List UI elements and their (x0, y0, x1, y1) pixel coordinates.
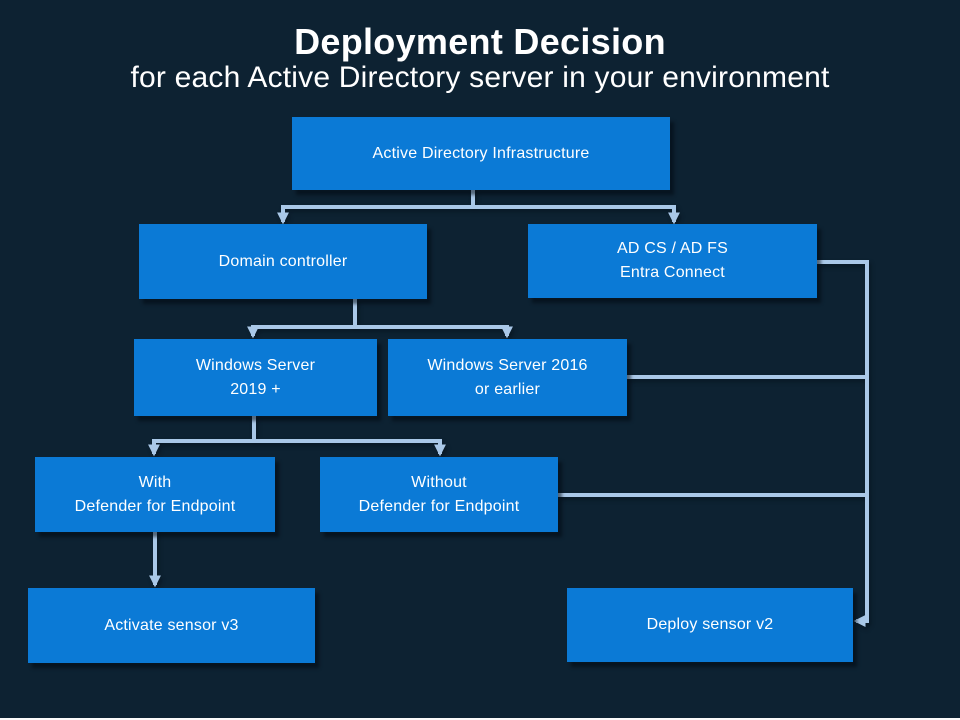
node-adcs-adfs-entra-connect: AD CS / AD FS Entra Connect (528, 224, 817, 298)
node-label-line1: Windows Server (195, 356, 316, 374)
node-deploy-sensor-v2: Deploy sensor v2 (567, 588, 853, 662)
node-label: Domain controller (218, 252, 348, 270)
node-label-line1: Windows Server 2016 (427, 356, 588, 374)
node-label-line2: Defender for Endpoint (74, 497, 236, 515)
node-windows-server-2019-plus: Windows Server 2019 + (134, 339, 377, 416)
node-windows-server-2016-or-earlier: Windows Server 2016 or earlier (388, 339, 627, 416)
node-label-line1: With (138, 473, 172, 491)
node-label-line2: Entra Connect (620, 264, 725, 281)
node-with-defender-for-endpoint: With Defender for Endpoint (35, 457, 275, 532)
slide-bottom-edge (0, 718, 960, 720)
node-label: Deploy sensor v2 (646, 616, 774, 633)
page-title: Deployment Decision (294, 21, 666, 62)
node-label: Activate sensor v3 (104, 616, 239, 634)
node-label-line1: Without (411, 473, 467, 491)
node-active-directory-infrastructure: Active Directory Infrastructure (292, 117, 670, 190)
node-label-line2: 2019 + (230, 380, 281, 398)
node-without-defender-for-endpoint: Without Defender for Endpoint (320, 457, 558, 532)
node-domain-controller: Domain controller (139, 224, 427, 299)
node-activate-sensor-v3: Activate sensor v3 (28, 588, 315, 663)
node-label: Active Directory Infrastructure (372, 144, 590, 162)
node-label-line1: AD CS / AD FS (616, 240, 729, 257)
page-subtitle: for each Active Directory server in your… (130, 61, 830, 94)
node-label-line2: Defender for Endpoint (358, 497, 520, 515)
node-label-line2: or earlier (474, 380, 541, 398)
edge-rail-into-deploy-sensor (817, 260, 869, 627)
